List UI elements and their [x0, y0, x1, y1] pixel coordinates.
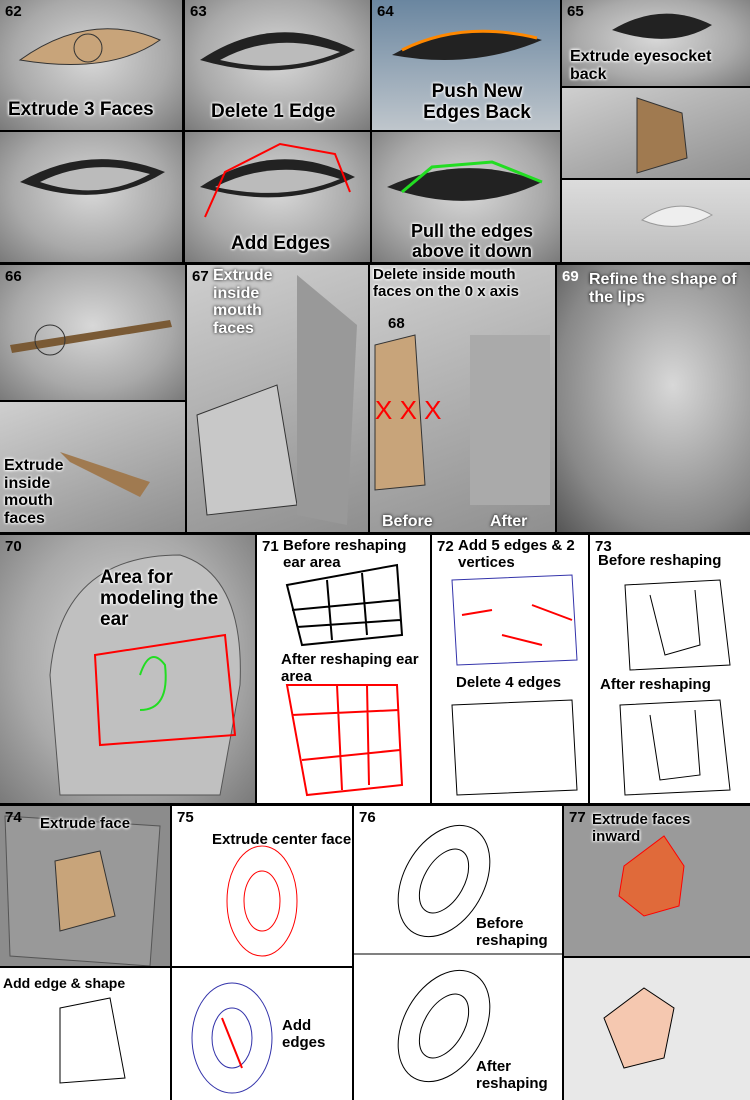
inward-faces-illustration [603, 987, 675, 1069]
panel-71: 71 Before reshaping ear area After resha… [257, 535, 430, 803]
step-caption: Extrude face [40, 815, 131, 832]
eyesocket-illustration [612, 13, 712, 39]
eye-green-edges-illustration [387, 160, 543, 201]
step-caption: After reshaping ear area [281, 651, 419, 685]
mouth-illustration [10, 320, 172, 356]
step-caption: Push New Edges Back [423, 81, 531, 123]
eye-faces-illustration [18, 28, 162, 65]
panel-64-bottom: Pull the edges above it down [372, 132, 560, 262]
panel-65-top: 65 Extrude eyesocket back [562, 0, 750, 86]
panel-65-bottom [562, 180, 750, 262]
panel-72: 72 Add 5 edges & 2 vertices Delete 4 edg… [432, 535, 588, 803]
mouth-faces-illustration [374, 334, 550, 505]
eye-illustration [200, 32, 355, 71]
panel-62-top: 62 Extrude 3 Faces [0, 0, 182, 130]
step-number: 74 [5, 809, 22, 826]
step-caption: Before reshaping ear area [283, 537, 407, 571]
step-caption: Delete inside mouth faces on the 0 x axi… [373, 266, 519, 300]
before-label: Before [382, 513, 433, 530]
edge-shape-illustration [59, 997, 126, 1084]
panel-70: 70 Area for modeling the ear [0, 535, 255, 803]
step-caption: Add edge & shape [3, 975, 126, 991]
step-caption: Before reshaping [598, 552, 722, 569]
step-caption: Delete 1 Edge [211, 101, 336, 122]
reshape-illustration [619, 579, 731, 796]
extrude-inward-illustration [618, 835, 685, 917]
ear-grid-illustration [285, 563, 404, 797]
step-number: 72 [437, 538, 454, 555]
step-caption: Pull the edges above it down [410, 221, 534, 261]
panel-69: 69 Refine the shape of the lips [557, 265, 750, 532]
step-number: 62 [5, 3, 22, 20]
reshape-loops-illustration [354, 824, 562, 1083]
step-caption: Delete 4 edges [456, 674, 562, 691]
step-caption: Extrude inside mouth faces [213, 267, 273, 337]
panel-77-bottom [564, 958, 750, 1100]
mouth-interior-illustration [196, 275, 357, 525]
after-label: After [490, 513, 528, 530]
step-number: 75 [177, 809, 194, 826]
eye-render-illustration [640, 205, 714, 227]
center-face-illustration [226, 845, 298, 957]
step-caption: Extrude faces inward [592, 811, 691, 845]
step-number: 64 [377, 3, 394, 20]
step-number: 66 [5, 268, 22, 285]
panel-75-bottom: Add edges [172, 968, 352, 1100]
panel-68: Delete inside mouth faces on the 0 x axi… [370, 265, 555, 532]
step-number: 63 [190, 3, 207, 20]
step-number: 65 [567, 3, 584, 20]
step-caption: Extrude inside mouth faces [4, 457, 64, 527]
panel-67: 67 Extrude inside mouth faces [187, 265, 368, 532]
step-caption: After reshaping [476, 1058, 548, 1092]
head-ear-area-illustration [49, 554, 241, 796]
panel-76: 76 Before reshaping After reshaping [354, 806, 562, 1100]
step-caption: Add edges [282, 1017, 326, 1051]
step-number: 68 [388, 315, 405, 332]
step-caption: Add 5 edges & 2 vertices [458, 537, 575, 571]
step-number: 73 [595, 538, 612, 555]
panel-66-bottom: Extrude inside mouth faces [0, 402, 185, 532]
panel-73: 73 Before reshaping After reshaping [590, 535, 750, 803]
step-number: 77 [569, 809, 586, 826]
panel-62-bottom [0, 132, 182, 262]
extrude-face-illustration [4, 815, 161, 966]
panel-66-top: 66 [0, 265, 185, 400]
eye-socket-illustration [20, 159, 165, 195]
panel-63-top: 63 Delete 1 Edge [185, 0, 370, 130]
step-number: 71 [262, 538, 279, 555]
step-number: 76 [359, 809, 376, 826]
eye-red-edges-illustration [200, 142, 355, 218]
panel-63-bottom: Add Edges [185, 132, 370, 262]
panel-75-top: 75 Extrude center face [172, 806, 352, 966]
panel-64-top: 64 Push New Edges Back [372, 0, 560, 130]
mouth-extrude-illustration [60, 452, 150, 497]
panel-77-top: 77 Extrude faces inward [564, 806, 750, 956]
step-caption: Extrude 3 Faces [8, 99, 154, 120]
step-number: 67 [192, 268, 209, 285]
step-caption: Add Edges [231, 233, 331, 254]
step-number: 69 [562, 268, 579, 285]
step-caption: Refine the shape of the lips [589, 271, 737, 306]
step-caption: Area for modeling the ear [100, 567, 219, 630]
delete-marks: X X X [375, 395, 442, 425]
panel-65-middle [562, 88, 750, 178]
eye-push-illustration [392, 29, 542, 60]
add-edges-illustration [191, 982, 273, 1094]
edge-edit-illustration [451, 574, 578, 796]
eyesocket-side-illustration [636, 97, 688, 174]
step-caption: Extrude eyesocket back [570, 48, 712, 83]
step-number: 70 [5, 538, 22, 555]
step-caption: Extrude center face [212, 831, 352, 848]
panel-74-top: 74 Extrude face [0, 806, 170, 966]
panel-74-bottom: Add edge & shape [0, 968, 170, 1100]
step-caption: Before reshaping [476, 915, 548, 949]
step-caption: After reshaping [600, 676, 711, 693]
